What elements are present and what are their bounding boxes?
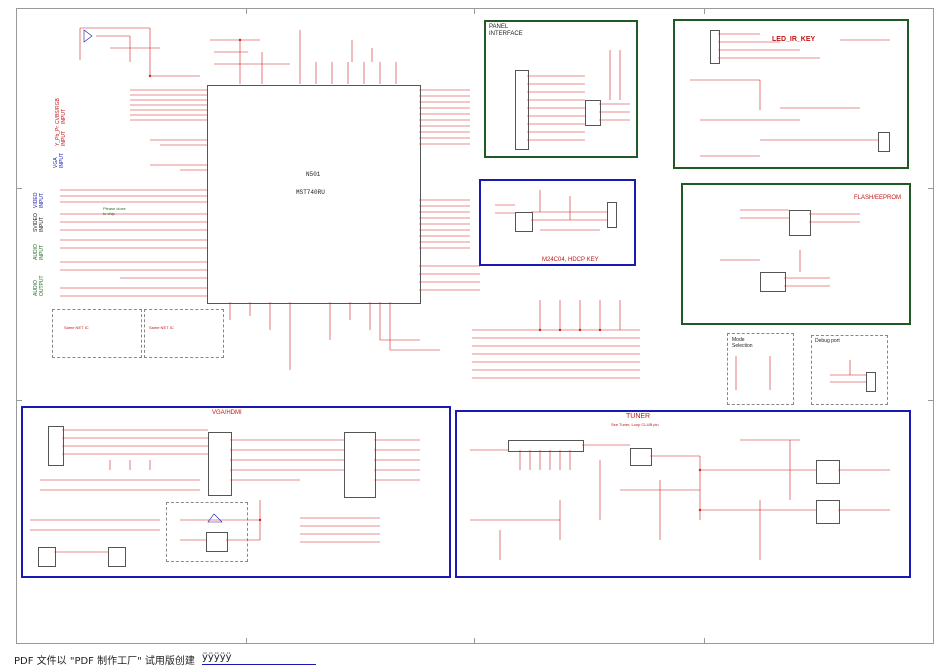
main-ic-ref: N501 — [306, 171, 321, 178]
footer-text: PDF 文件以 "PDF 制作工厂" 试用版创建 — [14, 656, 195, 667]
debug-connector — [866, 372, 876, 392]
border-tick — [928, 188, 934, 189]
same-net-ic-note-1: Same NET IC — [64, 325, 89, 330]
regulator-2 — [108, 547, 126, 567]
regulator-1 — [38, 547, 56, 567]
schematic-sheet — [16, 8, 934, 644]
border-tick — [246, 8, 247, 14]
border-tick — [16, 188, 22, 189]
hdmi-receiver-ic — [344, 432, 376, 498]
border-tick — [474, 638, 475, 644]
same-net-ic-block-1 — [52, 309, 142, 358]
border-tick — [16, 400, 22, 401]
vga-edid-ic — [206, 532, 228, 552]
flash-ic — [789, 210, 811, 236]
footer-link-underline — [202, 664, 316, 665]
vga-switch-ic — [208, 432, 232, 496]
hdcp-eeprom — [515, 212, 533, 232]
tuner-note: See Tuner, Loop CLUB pin — [611, 422, 659, 427]
place-close-note: Please close to chip — [103, 206, 126, 216]
vga-sub-block — [166, 502, 248, 562]
led-ir-key-title: LED_IR_KEY — [772, 36, 816, 43]
mode-selection-title: Mode Selection — [732, 337, 753, 349]
hdcp-connector — [607, 202, 617, 228]
border-tick — [246, 638, 247, 644]
led-ir-key-frame — [673, 19, 909, 169]
tuner-title: TUNER — [626, 413, 651, 420]
key-connector — [710, 30, 720, 64]
saw-filter-2 — [816, 500, 840, 524]
hdcp-key-title: M24C04, HDCP KEY — [542, 257, 599, 263]
flash-eeprom-frame — [681, 183, 911, 325]
panel-buffer-ic — [585, 100, 601, 126]
main-ic-body — [207, 85, 421, 304]
footer-link[interactable]: ÿÿÿÿÿ — [202, 652, 232, 663]
border-tick — [704, 8, 705, 14]
debug-port-frame — [811, 335, 888, 405]
tuner-module — [508, 440, 584, 452]
saw-filter-1 — [816, 460, 840, 484]
border-tick — [704, 638, 705, 644]
main-ic-part: MST740RU — [296, 189, 325, 196]
tuner-frame — [455, 410, 911, 578]
eeprom-ic — [760, 272, 786, 292]
panel-interface-title: PANEL INTERFACE — [489, 24, 523, 38]
vga-hdmi-frame — [21, 406, 451, 578]
same-net-ic-note-2: Same NET IC — [149, 325, 174, 330]
same-net-ic-block-2 — [144, 309, 224, 358]
panel-connector — [515, 70, 529, 150]
ir-receiver — [878, 132, 890, 152]
hdcp-key-frame — [479, 179, 636, 266]
flash-eeprom-title: FLASH/EEPROM — [854, 195, 902, 201]
mode-selection-frame — [727, 333, 794, 405]
border-tick — [474, 8, 475, 14]
debug-port-title: Debug port — [815, 338, 840, 344]
border-tick — [928, 400, 934, 401]
vga-hdmi-title: VGA/HDMI — [212, 410, 242, 416]
panel-interface-frame — [484, 20, 638, 158]
tuner-if-ic — [630, 448, 652, 466]
